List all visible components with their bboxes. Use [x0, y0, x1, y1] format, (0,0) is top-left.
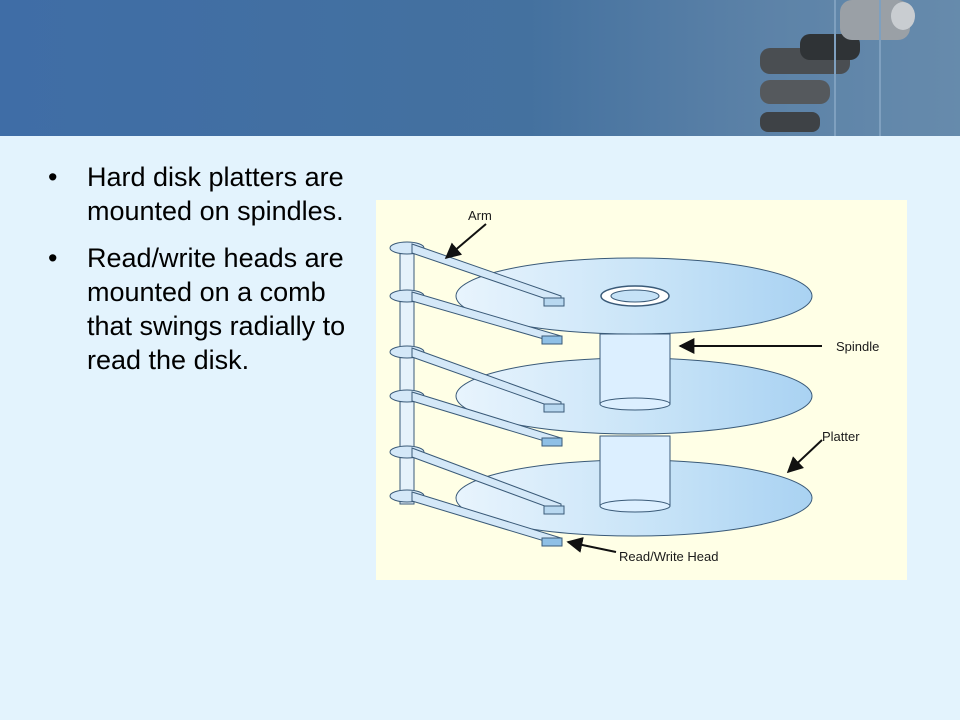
- bullet-marker: •: [48, 242, 58, 273]
- header-band: [0, 0, 960, 136]
- bullet-text: Read/write heads are mounted on a comb t…: [87, 242, 346, 376]
- disk-diagram: Arm Spindle Platter Read/Write Head: [376, 200, 907, 580]
- label-platter: Platter: [822, 429, 860, 444]
- pipe-end: [891, 2, 915, 30]
- label-head: Read/Write Head: [619, 549, 718, 564]
- bullet-item: • Hard disk platters are mounted on spin…: [48, 160, 368, 229]
- pipe-3: [760, 80, 830, 104]
- pipe-2: [800, 34, 860, 60]
- head-pointer: [566, 537, 617, 553]
- platter-pointer: [786, 439, 823, 474]
- bullet-list: • Hard disk platters are mounted on spin…: [48, 160, 368, 390]
- arms: [389, 241, 565, 547]
- bullet-marker: •: [48, 162, 58, 192]
- arm-pointer: [444, 223, 487, 260]
- bullet-text: Hard disk platters are mounted on spindl…: [87, 162, 344, 227]
- label-arm: Arm: [468, 208, 492, 223]
- label-spindle: Spindle: [836, 339, 879, 354]
- pipe-5: [760, 112, 820, 132]
- header-decoration: [760, 0, 960, 136]
- bullet-item: • Read/write heads are mounted on a comb…: [48, 241, 368, 378]
- spindle-segment: [599, 435, 671, 507]
- spindle-segment: [599, 333, 671, 405]
- comb-post: [399, 243, 415, 505]
